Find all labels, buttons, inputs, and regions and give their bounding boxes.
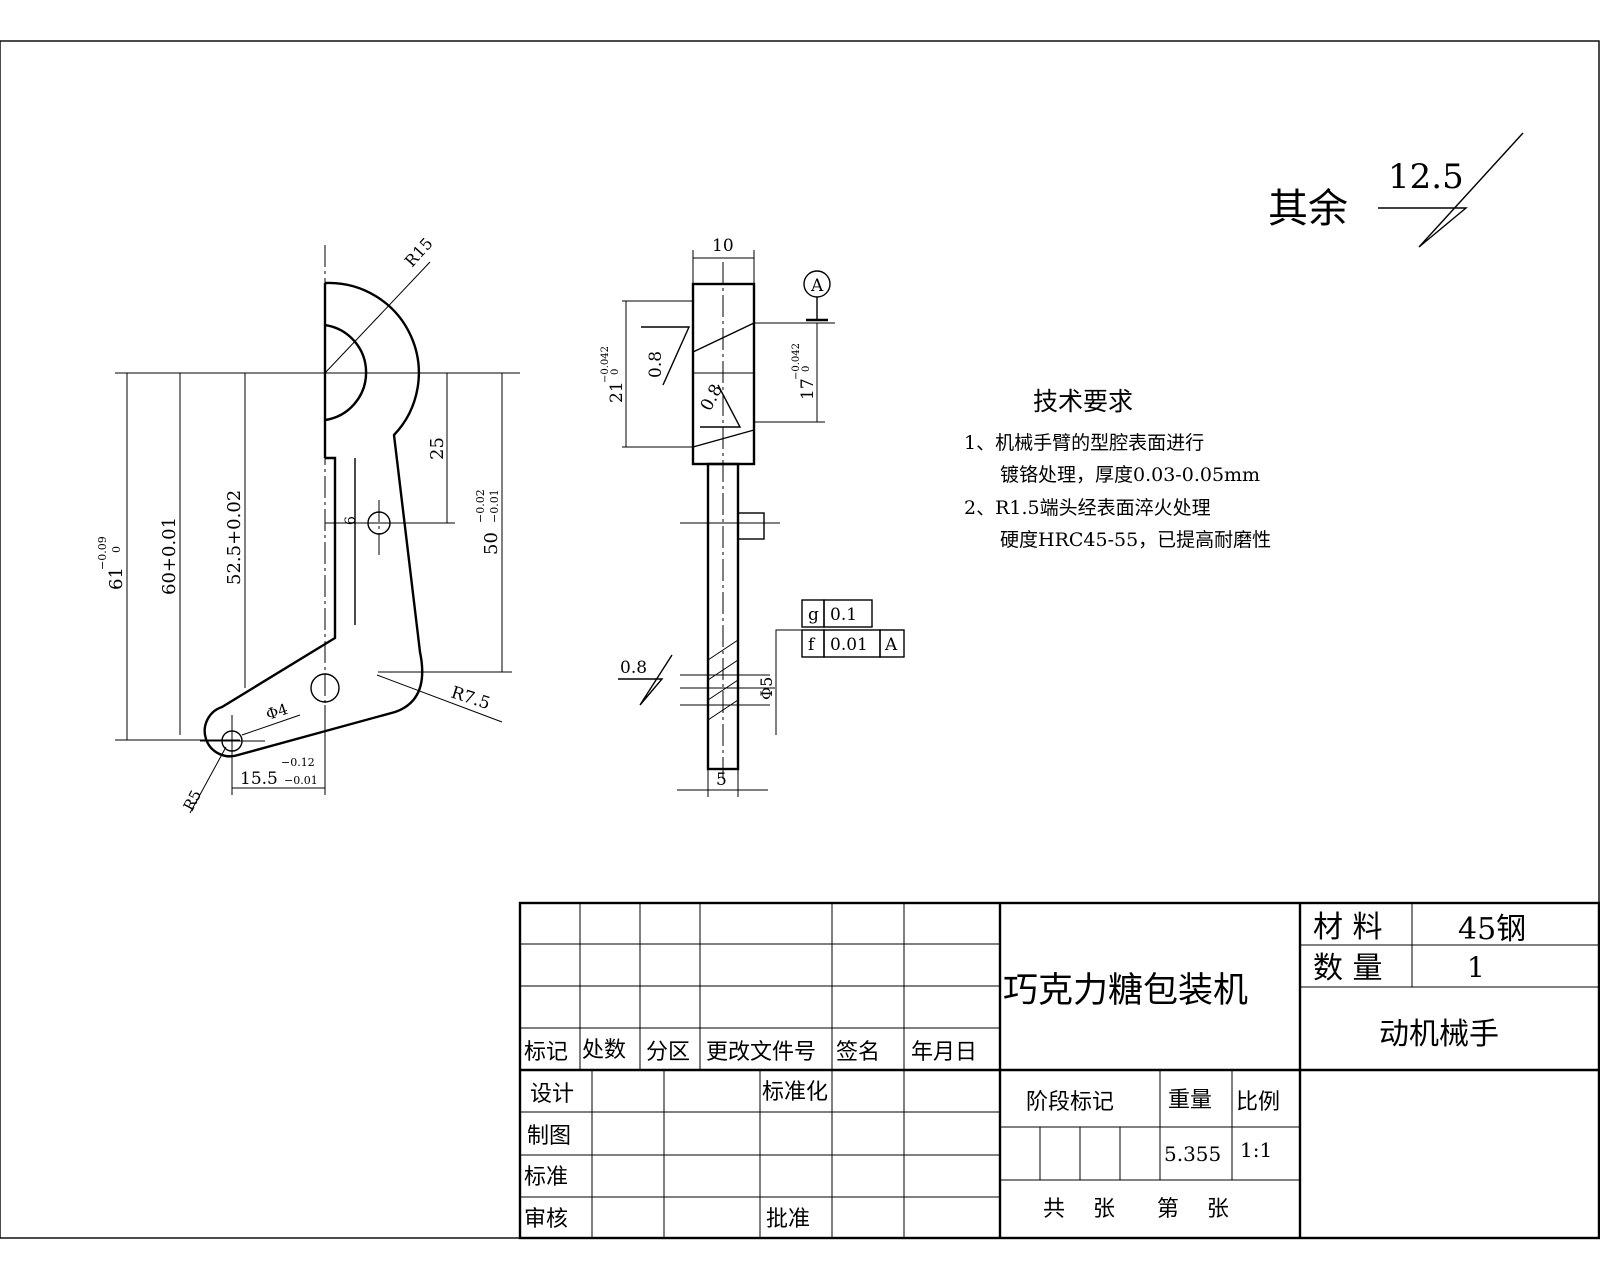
gdt-row1-value: 0.1 bbox=[830, 605, 857, 625]
tb-part-name: 动机械手 bbox=[1379, 1017, 1499, 1052]
gdt-leader bbox=[775, 629, 802, 675]
dim-52-label: 52.5+0.02 bbox=[224, 490, 245, 585]
tech-line-3: 2、R1.5端头经表面淬火处理 bbox=[964, 497, 1211, 519]
tb-standardize: 标准化 bbox=[762, 1080, 828, 1105]
phi4-leader bbox=[241, 714, 301, 736]
gdt-row1-value-box bbox=[823, 599, 873, 628]
r5-leader bbox=[189, 746, 227, 814]
tb-quantity-label: 数 量 bbox=[1313, 951, 1383, 986]
gdt-row1-symbol: g bbox=[808, 605, 819, 625]
tb-material-value: 45钢 bbox=[1458, 912, 1526, 947]
arm-outline bbox=[203, 281, 424, 758]
datum-a-label: A bbox=[810, 276, 824, 296]
side-pin bbox=[737, 512, 765, 540]
surface-finish-rest: 其余 12.5 bbox=[1268, 132, 1524, 248]
dim-15-label: 15.5 bbox=[240, 769, 278, 789]
tech-line-1: 1、机械手臂的型腔表面进行 bbox=[964, 432, 1204, 454]
tb-material-label: 材 料 bbox=[1313, 910, 1383, 945]
finish-symbol-front bbox=[700, 384, 742, 428]
tech-line-4: 硬度HRC45-55，已提高耐磨性 bbox=[1000, 529, 1271, 551]
r75-leader bbox=[376, 674, 503, 723]
tb-approve: 批准 bbox=[766, 1207, 810, 1232]
side-view: Φ5 10 21 −0.042 0 17 −0.042 0 A 0.8 0.8 … bbox=[600, 236, 905, 797]
side-hatch bbox=[707, 639, 739, 721]
dim-15-tol-upper: −0.12 bbox=[281, 756, 315, 769]
dim-10-label: 10 bbox=[712, 236, 734, 256]
surface-rest-label: 其余 bbox=[1268, 186, 1348, 232]
dim-61-tol-upper: −0.09 bbox=[96, 536, 109, 570]
finish-shaft-value: 0.8 bbox=[620, 658, 647, 678]
tb-weight-label: 重量 bbox=[1168, 1088, 1212, 1113]
arm-view: R15 25 6 50 −0.02 −0.01 52.5+0.02 60+0.0… bbox=[96, 234, 520, 814]
dim-61-label: 61 bbox=[106, 567, 127, 590]
tb-review: 审核 bbox=[524, 1207, 568, 1232]
tb-quantity-value: 1 bbox=[1467, 951, 1485, 984]
tb-weight-value: 5.355 bbox=[1164, 1142, 1221, 1166]
gdt-row2-datum-box bbox=[879, 629, 905, 658]
r75-label: R7.5 bbox=[448, 683, 492, 714]
tb-design: 设计 bbox=[530, 1082, 574, 1107]
dim-21-tol-upper: −0.042 bbox=[600, 346, 611, 383]
tb-scale-label: 比例 bbox=[1236, 1090, 1280, 1115]
phi4-label: Φ4 bbox=[264, 700, 290, 724]
tech-line-2: 镀铬处理，厚度0.03-0.05mm bbox=[1000, 464, 1260, 486]
dim-15-tol-lower: −0.01 bbox=[284, 774, 318, 787]
phi5-label: Φ5 bbox=[757, 677, 776, 700]
roughness-symbol bbox=[1378, 132, 1524, 248]
dim-21-tol-lower: 0 bbox=[610, 369, 621, 375]
tech-title: 技术要求 bbox=[1033, 387, 1133, 416]
r15-label: R15 bbox=[401, 234, 437, 271]
tb-hdr-doc: 更改文件号 bbox=[706, 1040, 816, 1065]
tb-project-name: 巧克力糖包装机 bbox=[1003, 971, 1248, 1011]
finish-symbol-shaft bbox=[618, 654, 673, 706]
dim-60-label: 60+0.01 bbox=[159, 517, 180, 595]
gdt-row2-value: 0.01 bbox=[830, 635, 868, 655]
hole-middle bbox=[310, 673, 340, 703]
dim-50-tol-lower: −0.01 bbox=[488, 489, 501, 523]
dim-21-label: 21 bbox=[607, 381, 627, 403]
tb-hdr-zone: 分区 bbox=[646, 1040, 690, 1065]
dim-6-label: 6 bbox=[343, 516, 359, 525]
dim-50-label: 50 bbox=[481, 532, 502, 555]
title-block: 标记 处数 分区 更改文件号 签名 年月日 设计 标准化 制图 标准 审核 批准… bbox=[518, 901, 1600, 1240]
dim-25-label: 25 bbox=[427, 437, 448, 460]
tech-requirements: 技术要求 1、机械手臂的型腔表面进行 镀铬处理，厚度0.03-0.05mm 2、… bbox=[964, 387, 1271, 551]
dim-17-tol-lower: 0 bbox=[801, 366, 812, 372]
dim-5-label: 5 bbox=[716, 770, 727, 790]
gdt-row2-datum: A bbox=[884, 635, 898, 655]
tb-sheets: 共 张 第 张 bbox=[1043, 1197, 1229, 1222]
dim-17-label: 17 bbox=[798, 378, 818, 400]
tb-hdr-count: 处数 bbox=[582, 1038, 626, 1063]
tb-draw: 制图 bbox=[527, 1124, 571, 1149]
finish-symbol-left bbox=[641, 326, 691, 386]
gdt-frame: g 0.1 f 0.01 A bbox=[775, 599, 905, 675]
dim-17-tol-upper: −0.042 bbox=[791, 343, 802, 380]
tb-hdr-date: 年月日 bbox=[911, 1040, 977, 1065]
tb-stage-label: 阶段标记 bbox=[1026, 1090, 1114, 1115]
gdt-row2-symbol: f bbox=[808, 635, 816, 655]
dim-61-tol-lower: 0 bbox=[110, 546, 123, 553]
finish-left-value: 0.8 bbox=[646, 351, 666, 378]
tb-hdr-sign: 签名 bbox=[836, 1040, 880, 1065]
tb-hdr-mark: 标记 bbox=[524, 1040, 568, 1065]
r15-leader bbox=[324, 261, 431, 374]
tb-standard: 标准 bbox=[524, 1165, 568, 1190]
surface-rest-value: 12.5 bbox=[1388, 157, 1464, 197]
dim-50-tol-upper: −0.02 bbox=[474, 489, 487, 523]
tb-scale-value: 1:1 bbox=[1240, 1138, 1272, 1162]
